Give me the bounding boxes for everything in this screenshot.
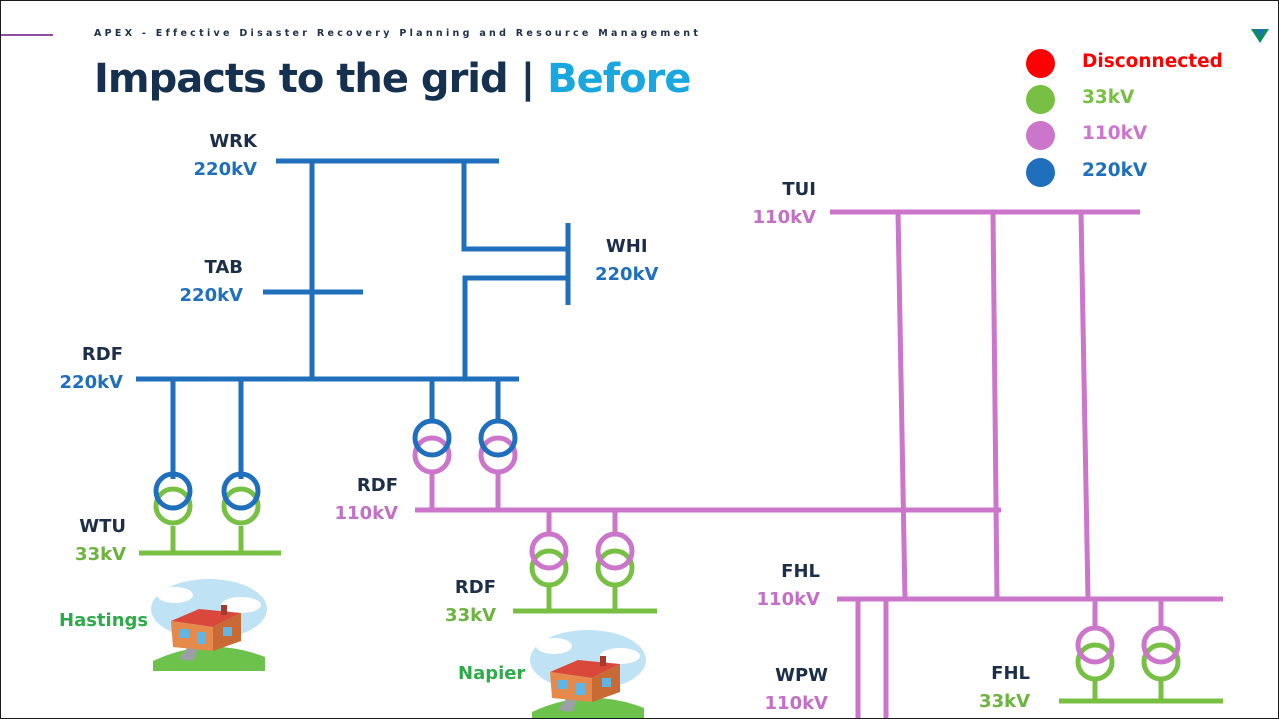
legend-dot-33kv	[1026, 85, 1055, 114]
label-rdf-220kv: RDF 220kV	[60, 341, 123, 397]
town-label-hastings: Hastings	[59, 610, 149, 631]
legend-label-33kv: 33kV	[1082, 87, 1135, 108]
legend-label-disconnected: Disconnected	[1082, 51, 1223, 72]
label-tab: TAB 220kV	[180, 254, 243, 310]
label-fhl-110kv-voltage: 110kV	[756, 589, 820, 610]
legend-label-220kv: 220kV	[1082, 160, 1148, 181]
label-tab-voltage: 220kV	[179, 285, 243, 306]
label-wtu-voltage: 33kV	[75, 544, 126, 565]
transformer-rdf220-1	[412, 418, 452, 475]
label-rdf-220kv-name: RDF	[81, 344, 123, 365]
town-label-napier: Napier	[458, 663, 526, 684]
transformer-rdf110-2	[595, 531, 635, 588]
label-rdf-220kv-voltage: 220kV	[59, 372, 123, 393]
label-wrk-name: WRK	[209, 131, 257, 152]
label-whi: WHI 220kV	[595, 233, 658, 289]
label-wrk: WRK 220kV	[194, 128, 257, 184]
transformer-fhl-1	[1075, 625, 1115, 682]
label-wpw-name: WPW	[775, 665, 828, 686]
label-tui-voltage: 110kV	[752, 207, 816, 228]
label-fhl-110kv: FHL 110kV	[757, 558, 820, 614]
label-fhl-33kv-name: FHL	[991, 663, 1030, 684]
label-rdf-110kv: RDF 110kV	[335, 472, 398, 528]
label-rdf-110kv-name: RDF	[356, 475, 398, 496]
legend-label-110kv: 110kV	[1082, 123, 1148, 144]
line-tui-rdf	[990, 211, 1000, 600]
transformer-wtu-1	[153, 471, 193, 526]
legend-dot-110kv	[1026, 121, 1055, 150]
transformer-wtu-2	[221, 471, 261, 526]
title-main: Impacts to the grid |	[94, 56, 535, 102]
label-wrk-voltage: 220kV	[193, 159, 257, 180]
line-wrk-whi	[461, 161, 568, 252]
line-whi-rdf	[462, 275, 568, 379]
legend-dot-disconnected	[1026, 49, 1055, 78]
transformer-fhl-2	[1141, 625, 1181, 682]
label-whi-name: WHI	[605, 236, 648, 257]
label-tab-name: TAB	[204, 257, 243, 278]
legend-dot-220kv	[1026, 158, 1055, 187]
label-wtu: WTU 33kV	[75, 513, 126, 569]
transformer-rdf110-1	[529, 531, 569, 588]
page-title: Impacts to the grid | Before	[94, 56, 691, 102]
line-tui-fhl-1	[895, 211, 908, 600]
label-rdf-33kv-voltage: 33kV	[445, 605, 496, 626]
network-220kv	[136, 158, 571, 479]
house-hastings-icon	[151, 579, 267, 671]
label-wpw: WPW 110kV	[765, 662, 828, 718]
label-tui: TUI 110kV	[753, 176, 816, 232]
header-subtitle: APEX - Effective Disaster Recovery Plann…	[94, 28, 702, 39]
line-tui-fhl-2	[1078, 211, 1091, 600]
label-fhl-110kv-name: FHL	[781, 561, 820, 582]
label-tui-name: TUI	[782, 179, 816, 200]
transformer-rdf220-2	[478, 418, 518, 475]
network-33kv	[139, 526, 1223, 704]
company-logo-icon	[1251, 29, 1269, 43]
label-wpw-voltage: 110kV	[764, 693, 828, 714]
label-fhl-33kv: FHL 33kV	[979, 660, 1030, 716]
title-highlight: Before	[547, 56, 691, 102]
label-rdf-33kv-name: RDF	[454, 577, 496, 598]
label-wtu-name: WTU	[79, 516, 126, 537]
header-accent-line	[1, 34, 53, 36]
house-napier-icon	[530, 630, 646, 718]
label-fhl-33kv-voltage: 33kV	[979, 691, 1030, 712]
label-rdf-33kv: RDF 33kV	[445, 574, 496, 630]
network-110kv	[415, 209, 1223, 718]
label-whi-voltage: 220kV	[595, 264, 659, 285]
label-rdf-110kv-voltage: 110kV	[334, 503, 398, 524]
